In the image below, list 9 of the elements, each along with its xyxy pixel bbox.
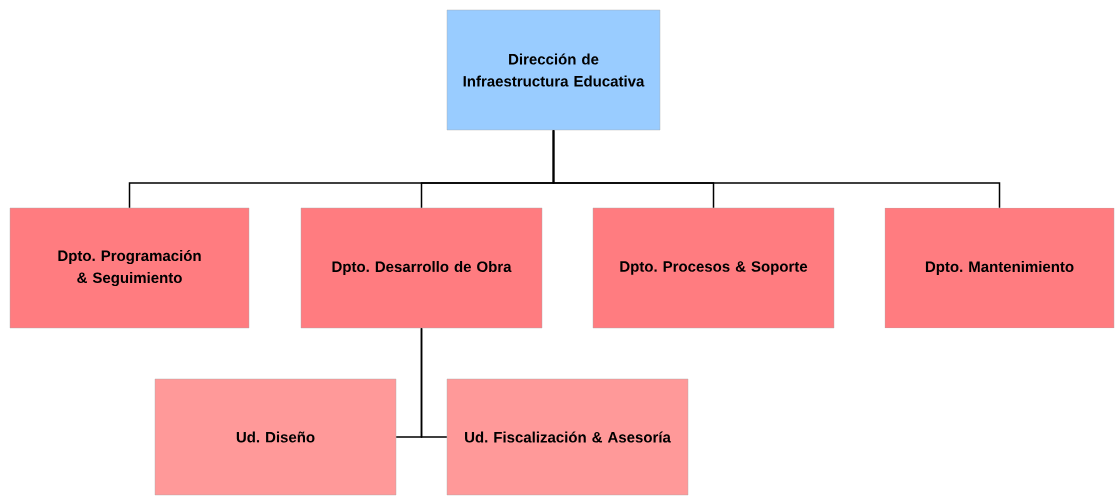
- department-box: Dpto. Desarrollo de Obra: [300, 207, 543, 329]
- connector-line: [420, 327, 448, 438]
- department-box: Ud. Diseño: [154, 378, 397, 496]
- department-box: Dpto. Programación & Seguimiento: [9, 207, 250, 329]
- department-box: Ud. Fiscalización & Asesoría: [446, 378, 689, 496]
- connector-line: [552, 129, 1001, 209]
- director-box: Dirección de Infraestructura Educativa: [446, 9, 661, 131]
- department-box: Dpto. Mantenimiento: [884, 207, 1115, 329]
- department-box: Dpto. Procesos & Soporte: [592, 207, 835, 329]
